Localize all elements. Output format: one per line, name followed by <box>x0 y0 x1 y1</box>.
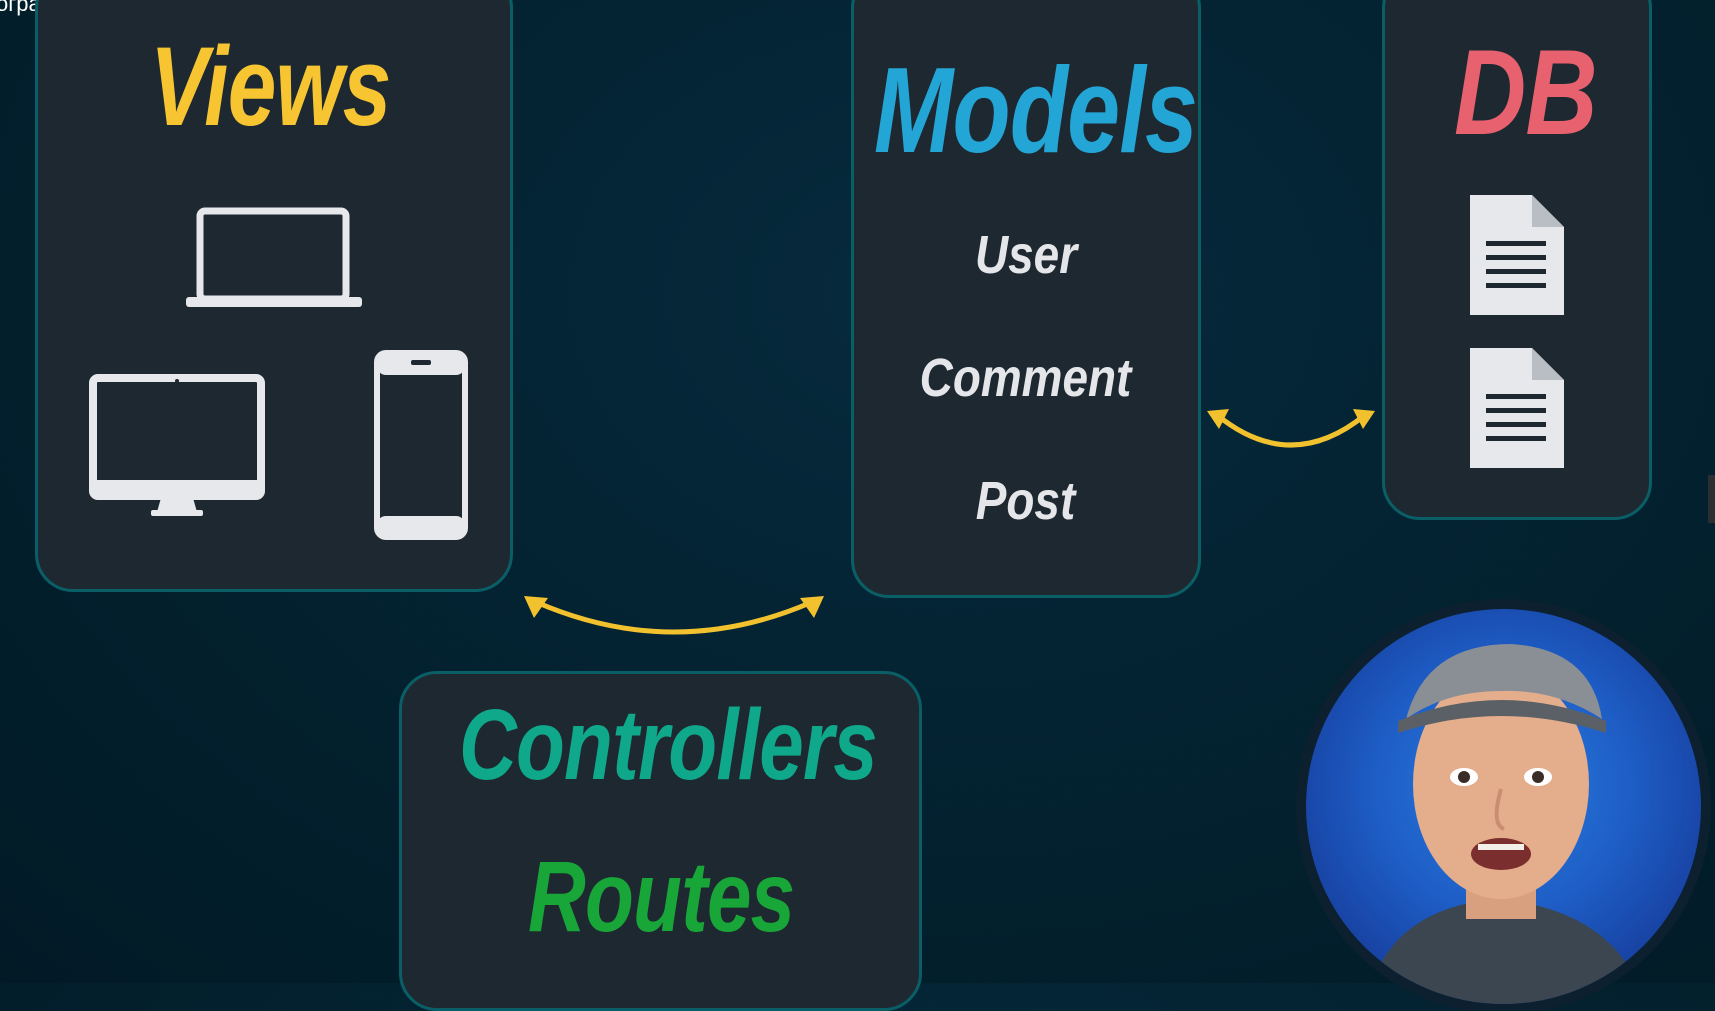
presenter-figure-icon <box>1366 644 1646 1004</box>
models-title: Models <box>874 42 1198 178</box>
smartphone-icon <box>374 350 468 540</box>
scroll-edge-marker <box>1708 475 1715 523</box>
model-item-label: Post <box>976 471 1076 531</box>
models-panel <box>851 0 1201 598</box>
model-item-post: Post <box>851 470 1201 532</box>
model-item-comment: Comment <box>851 347 1201 409</box>
models-db-double-arrow-icon <box>1207 409 1375 448</box>
document-icon <box>1470 195 1564 315</box>
views-controllers-models-double-arrow-icon <box>524 596 824 635</box>
views-title: Views <box>150 24 391 149</box>
model-item-user: User <box>851 224 1201 286</box>
desktop-monitor-icon <box>89 374 265 516</box>
document-icon <box>1470 348 1564 468</box>
controllers-title: Controllers <box>459 689 878 801</box>
db-title: DB <box>1454 24 1598 160</box>
presenter-webcam <box>1306 609 1701 1004</box>
model-item-label: Comment <box>920 348 1132 408</box>
routes-title: Routes <box>528 841 795 953</box>
controllers-panel <box>399 671 922 1011</box>
model-item-label: User <box>974 225 1078 285</box>
laptop-icon <box>186 207 362 307</box>
